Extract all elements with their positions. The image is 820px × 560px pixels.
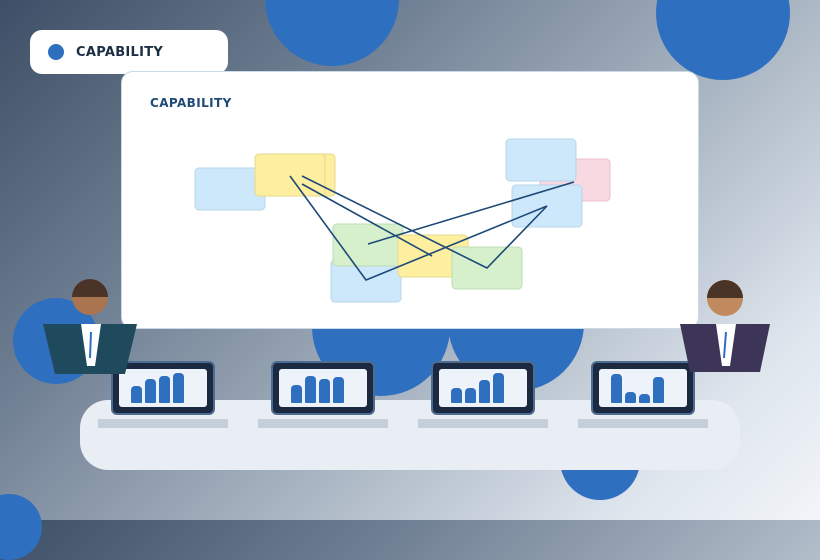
tag-label: CAPABILITY — [76, 44, 164, 60]
background-circle — [656, 0, 790, 80]
monitor-chart-bar — [319, 379, 330, 403]
diagram-connector — [301, 183, 433, 257]
diagram-node — [254, 153, 326, 197]
monitor-chart-bar — [305, 376, 316, 403]
person-head — [72, 279, 108, 315]
monitor-chart-bar — [653, 377, 664, 403]
person-left — [43, 278, 139, 376]
monitor-chart-bar — [145, 379, 156, 403]
person-torso — [680, 324, 770, 372]
monitor-chart-bar — [625, 392, 636, 403]
board-title: CAPABILITY — [150, 96, 232, 110]
whiteboard: CAPABILITY — [121, 71, 699, 329]
diagram-node — [332, 223, 404, 267]
workstation-monitor — [591, 361, 695, 415]
monitor-chart-bar — [131, 386, 142, 403]
capability-diagram — [194, 138, 611, 303]
workstation-monitor — [111, 361, 215, 415]
desk-shelf — [98, 419, 228, 428]
person-head — [707, 280, 743, 316]
diagram-node — [505, 138, 577, 182]
monitor-screen — [119, 369, 207, 407]
monitor-screen — [599, 369, 687, 407]
desk-shelf — [578, 419, 708, 428]
monitor-screen — [279, 369, 367, 407]
monitor-chart-bar — [333, 377, 344, 403]
workstation-monitor — [271, 361, 375, 415]
monitor-chart-bar — [173, 373, 184, 403]
capability-tag: CAPABILITY — [30, 30, 228, 74]
person-right — [680, 280, 772, 374]
person-hair — [707, 280, 743, 298]
person-torso — [43, 324, 137, 374]
background-circle — [0, 494, 42, 560]
workstation-monitor — [431, 361, 535, 415]
monitor-chart-bar — [479, 380, 490, 403]
background-circle — [265, 0, 399, 66]
monitor-screen — [439, 369, 527, 407]
monitor-chart-bar — [465, 388, 476, 403]
monitor-chart-bar — [611, 374, 622, 403]
monitor-chart-bar — [291, 385, 302, 403]
diagram-connector — [367, 181, 575, 245]
person-hair — [72, 279, 108, 297]
diagram-connector — [289, 175, 548, 281]
monitor-chart-bar — [451, 388, 462, 403]
monitor-chart-bar — [639, 394, 650, 403]
monitor-chart-bar — [159, 376, 170, 403]
monitor-chart-bar — [493, 373, 504, 403]
desk-shelf — [418, 419, 548, 428]
tag-dot-icon — [48, 44, 64, 60]
desk-shelf — [258, 419, 388, 428]
